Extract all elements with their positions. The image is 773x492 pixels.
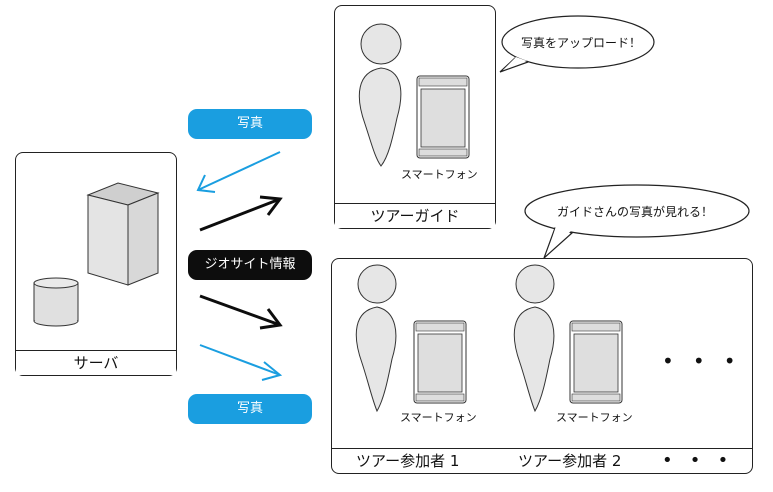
guide-speech-text: 写真をアップロード！ [521,36,642,50]
participant-1-device-label: スマートフォン [400,411,477,424]
smartphone-icon [416,75,470,159]
participant-2-body [513,306,555,413]
server-caption: サーバ [16,350,176,375]
smartphone-icon [569,320,623,404]
guide-device-label: スマートフォン [401,168,478,181]
geosite-to-guide-arrow [199,195,283,232]
participant-1-head [357,264,397,304]
participants-box: スマートフォン スマートフォン • • • ツアー参加者 1 ツアー参加者 2 … [331,258,753,474]
participant-2-head [515,264,555,304]
guide-caption: ツアーガイド [335,203,495,228]
photo-label-bottom: 写真 [188,394,312,424]
guide-head [360,23,402,65]
photo-label-top: 写真 [188,109,312,139]
participant-1-caption: ツアー参加者 1 [356,452,460,470]
geosite-to-participants-arrow [199,294,283,330]
guide-box: スマートフォン ツアーガイド [334,5,496,229]
participants-speech-text: ガイドさんの写真が見れる！ [556,205,713,219]
more-participants-caption-dots: • • • [662,450,729,471]
server-illustration [33,182,160,327]
photo-download-arrow [199,344,283,381]
participants-caption-row: ツアー参加者 1 ツアー参加者 2 • • • [332,448,752,473]
participants-illustration [355,264,623,413]
geosite-info-label: ジオサイト情報 [188,250,312,280]
participant-2-device-label: スマートフォン [556,411,633,424]
guide-body [358,67,402,167]
participant-2-caption: ツアー参加者 2 [518,452,622,470]
guide-illustration [358,23,470,167]
participant-1-body [355,306,397,413]
server-box: サーバ [15,152,177,376]
more-participants-dots: • • • [662,349,736,373]
smartphone-icon [413,320,467,404]
photo-upload-arrow [196,151,281,193]
